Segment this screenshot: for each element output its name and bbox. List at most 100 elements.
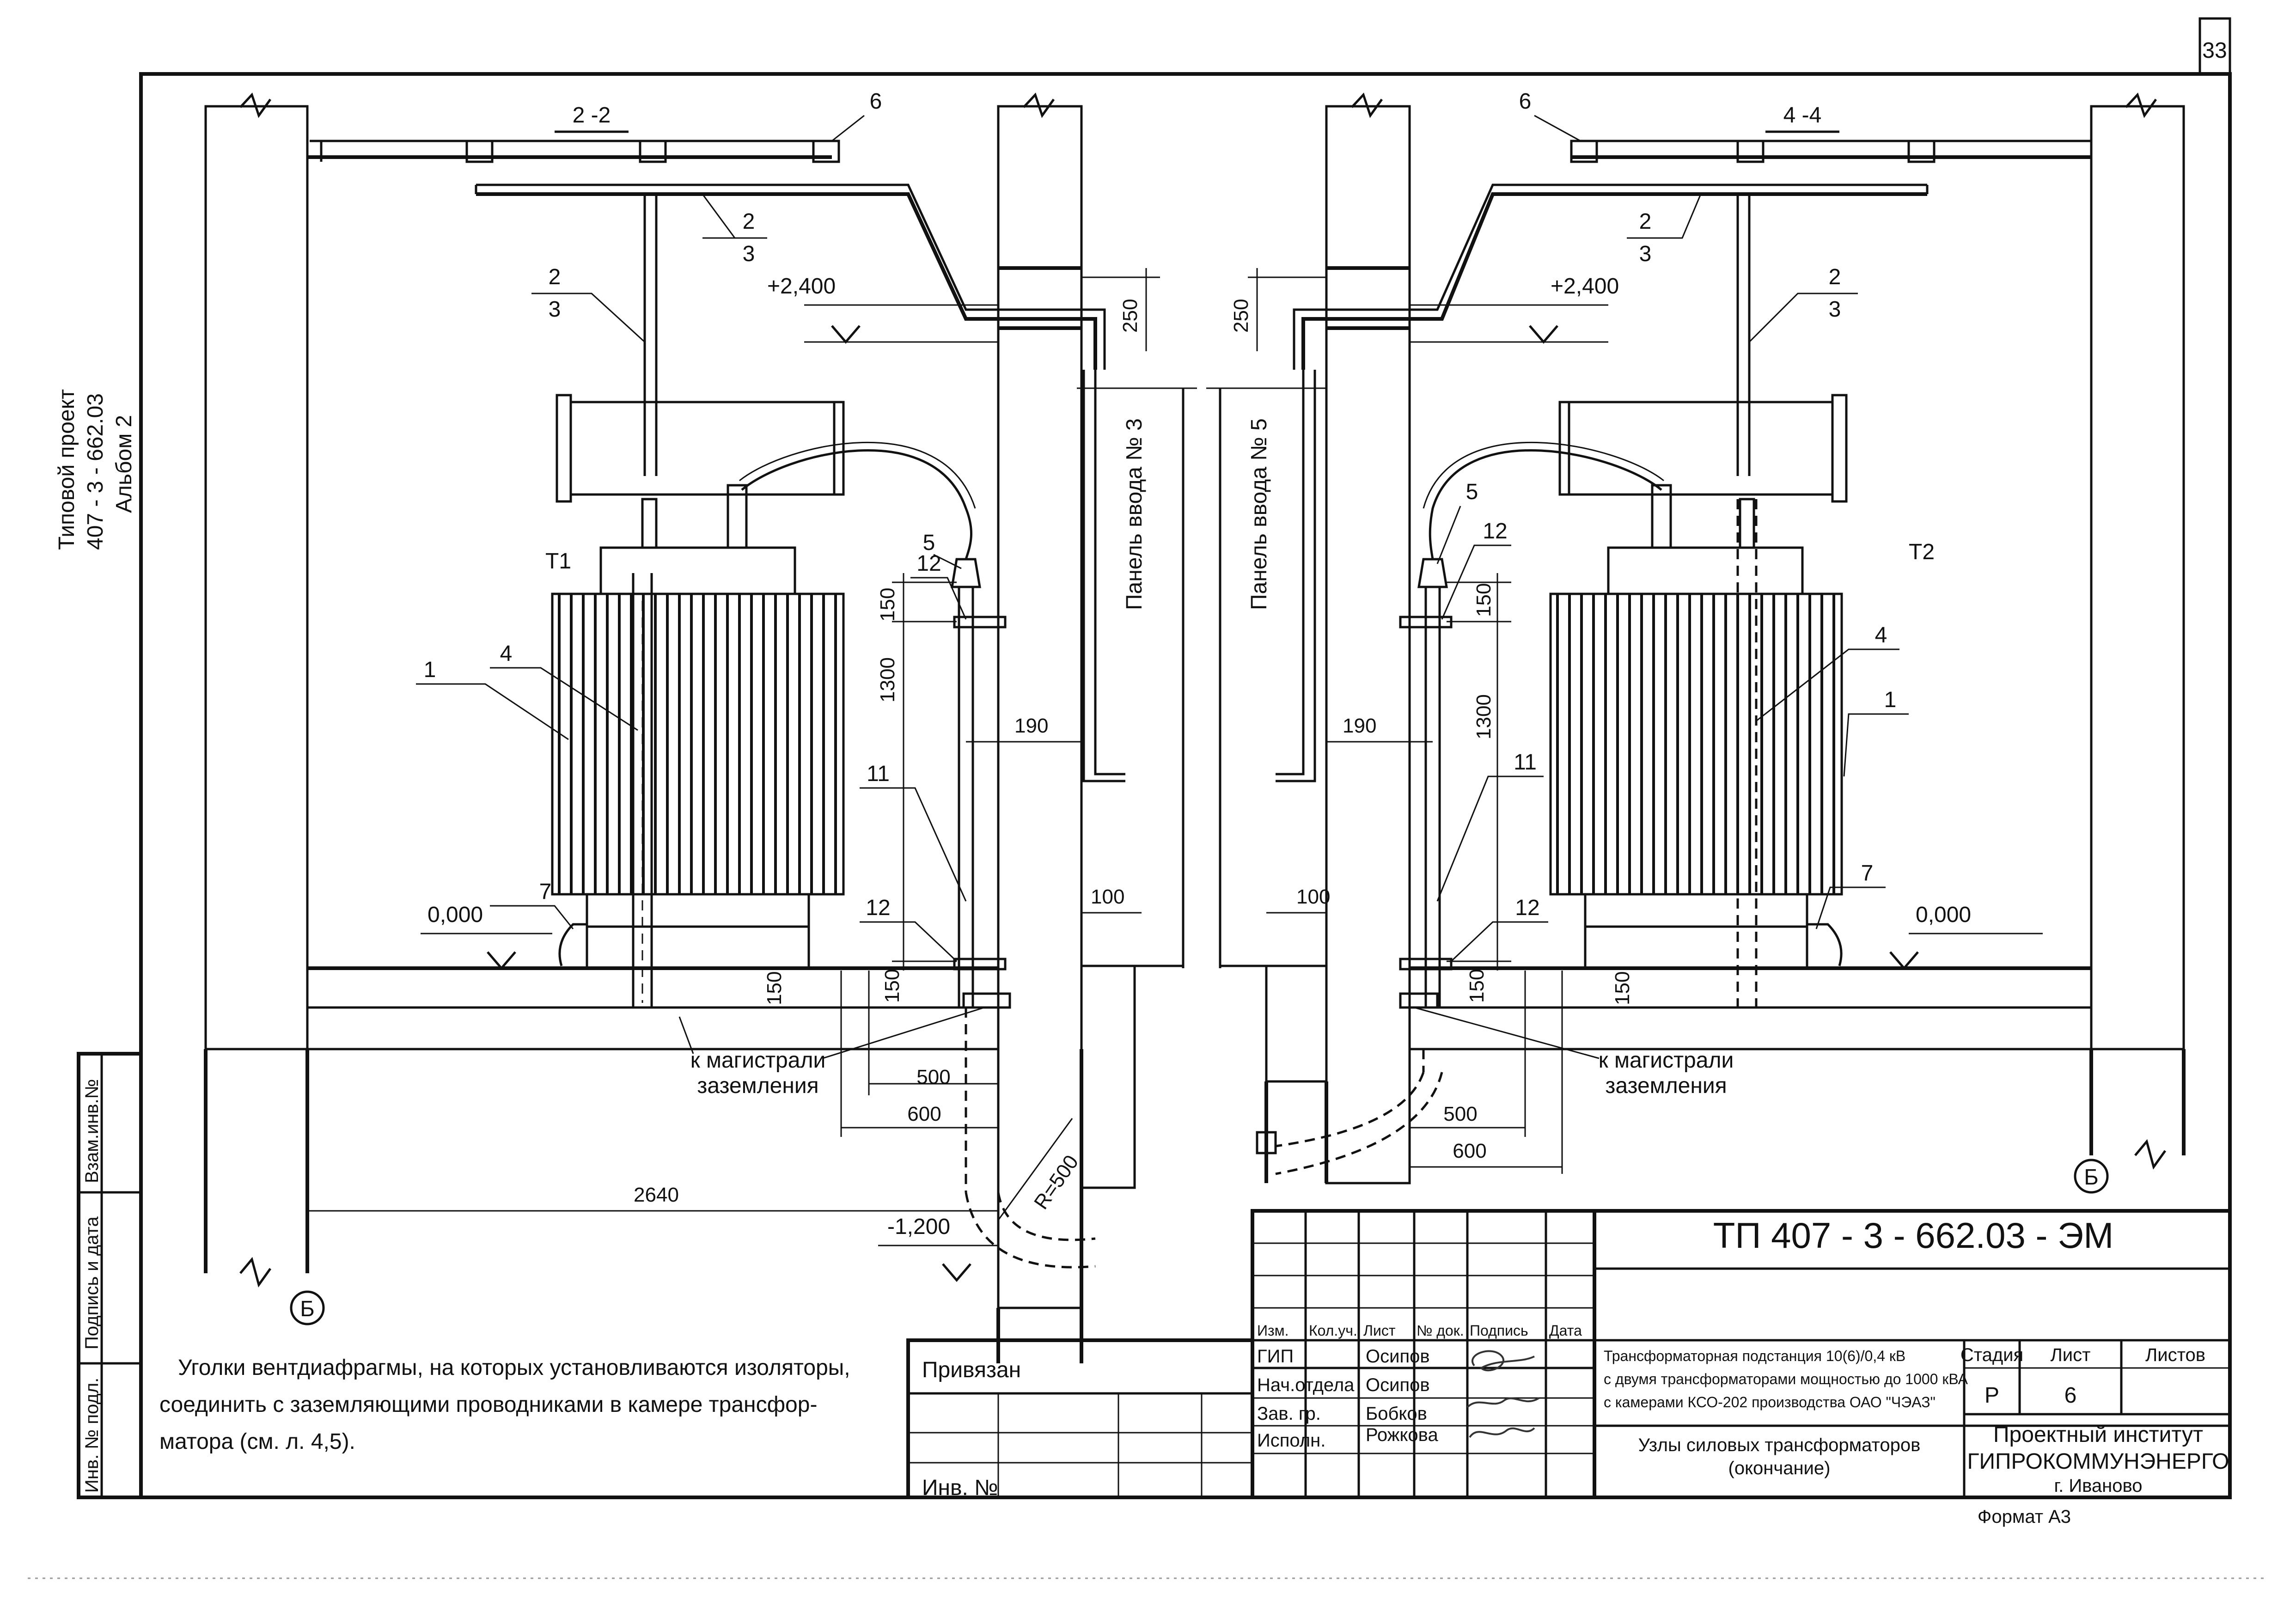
callout-3-bus-right: 3 bbox=[1639, 242, 1652, 266]
sheet-title-1: Узлы силовых трансформаторов bbox=[1638, 1435, 1921, 1455]
title-block: Привязан Инв. № Изм. Кол.уч. Лист № док.… bbox=[906, 1209, 2232, 1527]
description-line-3: с камерами КСО-202 производства ОАО "ЧЭА… bbox=[1604, 1394, 1936, 1410]
note-line-1: Уголки вентдиафрагмы, на которых установ… bbox=[178, 1355, 850, 1380]
dim-100-left: 100 bbox=[1091, 885, 1124, 908]
axis-b-left: Б bbox=[300, 1297, 315, 1321]
transformer-t1 bbox=[551, 370, 1125, 1269]
grounding-label-left-2: заземления bbox=[697, 1074, 818, 1098]
busbar-left bbox=[476, 192, 1097, 370]
dim-600-left: 600 bbox=[907, 1103, 941, 1125]
callout-12-upper-left: 12 bbox=[916, 551, 941, 576]
callout-7-left: 7 bbox=[539, 879, 552, 904]
grounding-label-right-2: заземления bbox=[1605, 1074, 1727, 1098]
floor-slab-right bbox=[1408, 1006, 2093, 1050]
dim-1300-right: 1300 bbox=[1472, 694, 1495, 739]
dim-190-left: 190 bbox=[1014, 714, 1048, 737]
callout-5-left: 5 bbox=[923, 531, 935, 555]
header-doc-no: № док. bbox=[1417, 1322, 1464, 1339]
privyazan-label: Привязан bbox=[922, 1358, 1021, 1382]
elevation-top-right: +2,400 bbox=[1551, 274, 1619, 299]
callout-12-lower-left: 12 bbox=[866, 896, 890, 920]
grounding-label-right-1: к магистрали bbox=[1599, 1048, 1734, 1073]
section-title-left: 2 -2 bbox=[573, 103, 611, 128]
callout-3-rod-right: 3 bbox=[1829, 297, 1841, 322]
description-line-2: с двумя трансформаторами мощностью до 10… bbox=[1604, 1371, 1968, 1387]
middle-wall-left bbox=[997, 105, 1083, 1309]
sheet-title-2: (окончание) bbox=[1728, 1458, 1831, 1478]
left-wall bbox=[204, 105, 309, 1050]
callout-6-left: 6 bbox=[870, 89, 882, 114]
name-zav-gr: Бобков bbox=[1366, 1404, 1427, 1424]
callout-11-left: 11 bbox=[867, 762, 890, 786]
sheet-frame: 33 bbox=[139, 17, 2232, 1499]
dim-100-right: 100 bbox=[1296, 885, 1330, 908]
callout-1-left: 1 bbox=[424, 658, 436, 682]
callout-3-rod-left: 3 bbox=[549, 297, 561, 322]
vzam-inv-label: Взам.инв.№ bbox=[82, 1079, 102, 1183]
left-stamp-column: Взам.инв.№ Подпись и дата Инв. № подл. bbox=[77, 1052, 143, 1499]
elevation-floor-left: 0,000 bbox=[427, 903, 483, 927]
callout-3-bus-left: 3 bbox=[743, 242, 755, 266]
elevation-top-left: +2,400 bbox=[767, 274, 836, 299]
side-stamp-line2: 407 - 3 - 662.03 bbox=[83, 393, 108, 550]
callout-5-right: 5 bbox=[1466, 480, 1478, 504]
stage-value: Р bbox=[1985, 1383, 1999, 1408]
stage-header: Стадия bbox=[1960, 1345, 2023, 1365]
radiator-fins-t1 bbox=[558, 594, 837, 894]
inv-no-label: Инв. № bbox=[922, 1476, 998, 1500]
side-stamp-line1: Типовой проект bbox=[55, 389, 79, 550]
panel-right-label: Панель ввода № 5 bbox=[1247, 418, 1271, 610]
callout-2-rod-left: 2 bbox=[549, 265, 561, 289]
list-header: Лист bbox=[2051, 1345, 2091, 1365]
dim-150-upper-right: 150 bbox=[1472, 583, 1495, 617]
signatures bbox=[1466, 1350, 1540, 1438]
name-ispoln: Рожкова bbox=[1366, 1425, 1438, 1445]
label-t2: T2 bbox=[1909, 540, 1935, 564]
callout-4-right: 4 bbox=[1875, 623, 1887, 647]
header-izm: Изм. bbox=[1257, 1322, 1289, 1339]
institute-line-3: г. Иваново bbox=[2054, 1476, 2142, 1496]
dim-150-lower-left: 150 bbox=[881, 969, 904, 1003]
document-code: ТП 407 - 3 - 662.03 - ЭМ bbox=[1713, 1215, 2113, 1256]
podpis-data-label: Подпись и дата bbox=[82, 1216, 102, 1349]
elevation-floor-right: 0,000 bbox=[1916, 903, 1971, 927]
description-line-1: Трансформаторная подстанция 10(6)/0,4 кВ bbox=[1604, 1348, 1905, 1364]
format-label: Формат А3 bbox=[1978, 1507, 2071, 1527]
callout-4-left: 4 bbox=[500, 641, 513, 666]
listov-header: Листов bbox=[2145, 1345, 2205, 1365]
panel-left-label: Панель ввода № 3 bbox=[1122, 418, 1147, 610]
dim-500-right: 500 bbox=[1443, 1103, 1477, 1125]
busbar-right bbox=[1301, 192, 1927, 370]
callout-2-rod-right: 2 bbox=[1829, 265, 1841, 289]
axis-b-right: Б bbox=[2084, 1165, 2099, 1190]
institute-line-2: ГИПРОКОММУНЭНЕРГО bbox=[1967, 1449, 2229, 1474]
role-gip: ГИП bbox=[1257, 1346, 1294, 1367]
note-line-2: соединить с заземляющими проводниками в … bbox=[159, 1392, 817, 1417]
dim-600-right: 600 bbox=[1453, 1140, 1486, 1162]
header-list: Лист bbox=[1363, 1322, 1396, 1339]
side-stamp-line3: Альбом 2 bbox=[112, 415, 136, 513]
floor-slab-left bbox=[306, 1006, 1000, 1050]
callout-7-right: 7 bbox=[1861, 861, 1874, 885]
callout-1-right: 1 bbox=[1884, 688, 1897, 712]
callout-2-bus-left: 2 bbox=[743, 209, 755, 234]
grounding-label-left-1: к магистрали bbox=[690, 1048, 826, 1073]
callout-11-right: 11 bbox=[1514, 750, 1537, 775]
dim-150-upper-left: 150 bbox=[876, 588, 899, 622]
name-gip: Осипов bbox=[1366, 1346, 1430, 1367]
dim-500-left: 500 bbox=[916, 1066, 950, 1088]
dim-250-right: 250 bbox=[1230, 299, 1252, 333]
side-stamp: Типовой проект 407 - 3 - 662.03 Альбом 2 bbox=[55, 389, 136, 550]
header-podpis: Подпись bbox=[1470, 1322, 1528, 1339]
right-wall bbox=[2090, 105, 2185, 1050]
section-title-right: 4 -4 bbox=[1783, 103, 1822, 128]
note-line-3: матора (см. л. 4,5). bbox=[159, 1429, 355, 1454]
list-value: 6 bbox=[2064, 1383, 2077, 1408]
callout-6-right: 6 bbox=[1519, 89, 1532, 114]
name-nach-otdela: Осипов bbox=[1366, 1375, 1430, 1395]
sheet-number: 33 bbox=[2202, 38, 2227, 63]
note: Уголки вентдиафрагмы, на которых установ… bbox=[159, 1355, 850, 1454]
callout-12-upper-right: 12 bbox=[1483, 519, 1507, 543]
